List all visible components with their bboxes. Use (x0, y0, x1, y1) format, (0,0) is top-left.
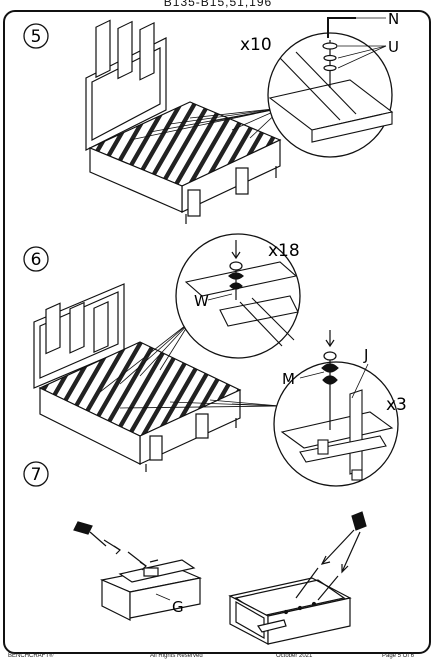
step-7-number-badge: 7 (23, 461, 49, 487)
step-7-left-hardware (73, 521, 147, 571)
step-5: 5 (23, 10, 399, 224)
label-w: W (194, 292, 209, 310)
step-5-headboard (85, 19, 167, 151)
page-frame (3, 10, 431, 654)
label-g: G (172, 598, 184, 616)
step-6-headboard (33, 283, 125, 389)
step-6-qty-a: x18 (268, 241, 300, 261)
label-m: M (282, 370, 295, 388)
step-6-detail-callout-b: M J x3 (273, 330, 407, 487)
step-5-qty: x10 (240, 35, 272, 55)
bolt-icon (321, 330, 339, 430)
step-5-number-badge: 5 (23, 23, 49, 49)
step-7-right-hardware (295, 511, 367, 601)
label-u: U (388, 38, 399, 56)
footer-page-number: Page 5 Of 6 (382, 653, 415, 659)
step-6-qty-b: x3 (386, 395, 407, 415)
bolt-icon (322, 40, 338, 88)
allen-key-icon (327, 17, 356, 38)
model-code: B135-B15,51,196 (163, 0, 273, 9)
footer-rights: All Rights Reserved (150, 653, 203, 659)
label-j: J (363, 346, 368, 364)
page-footer: BENCHCRAFT® All Rights Reserved October … (0, 652, 436, 660)
step-6-detail-callout-a: x18 W (175, 233, 301, 359)
label-n: N (388, 10, 399, 28)
step-6-bed-frame (38, 341, 242, 472)
drawer-left (99, 559, 203, 621)
footer-brand: BENCHCRAFT® (8, 653, 54, 659)
step-5-detail-callout: x10 N U (240, 10, 399, 158)
step-6-leader-lines (99, 321, 281, 409)
step-5-bed-frame (88, 101, 282, 224)
step-6-number: 6 (31, 250, 42, 270)
screw-icon (228, 240, 244, 300)
step-6-number-badge: 6 (23, 246, 49, 272)
step-6: 6 (23, 233, 407, 487)
step-5-number: 5 (31, 27, 42, 47)
footer-date: October 2021 (276, 653, 313, 659)
drawer-right (228, 577, 352, 645)
step-7-number: 7 (31, 465, 42, 485)
step-7: 7 G (23, 461, 367, 645)
